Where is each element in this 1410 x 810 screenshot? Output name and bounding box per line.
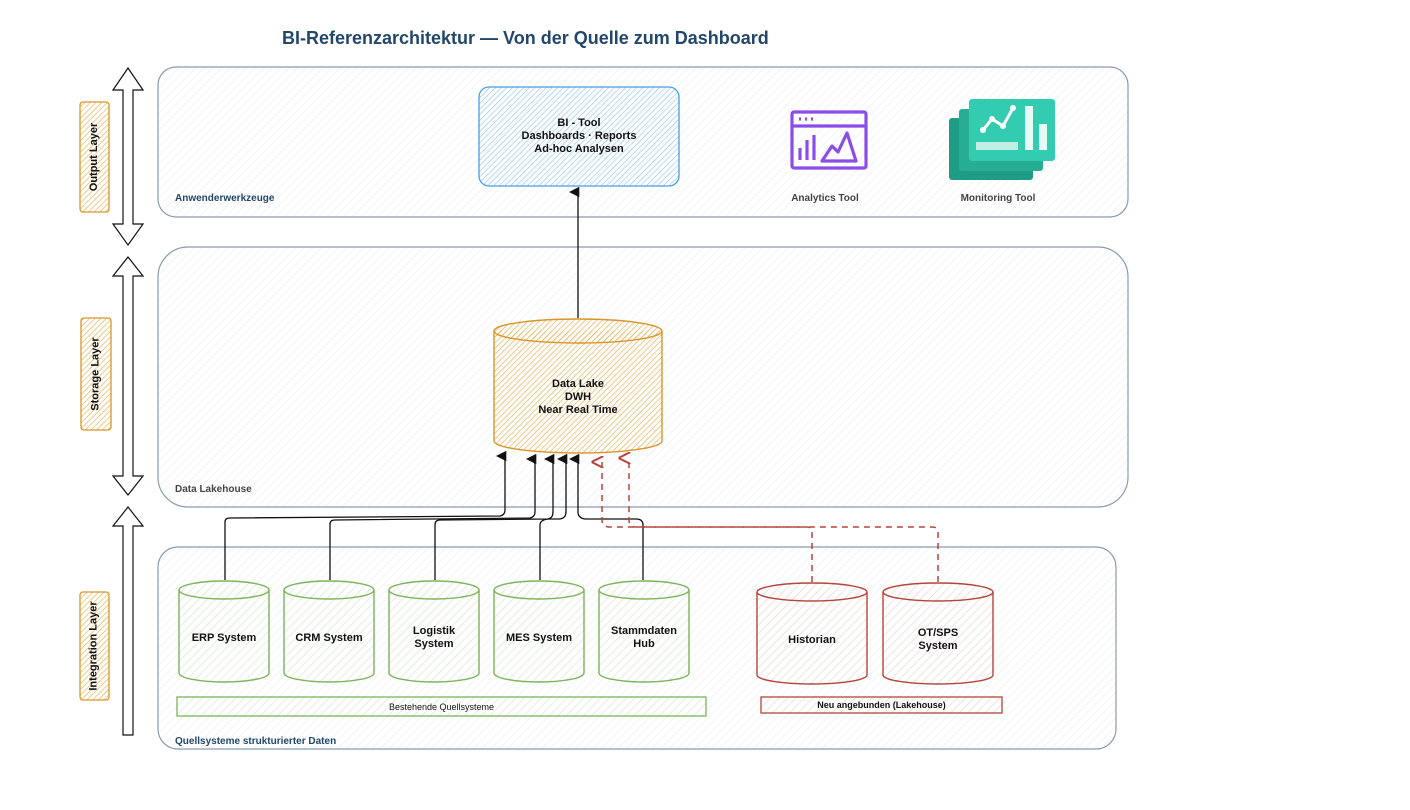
source-cylinder-stammdaten-hub[interactable]: [598, 580, 690, 683]
page-title: BI-Referenzarchitektur — Von der Quelle …: [282, 28, 769, 48]
storage-layer-tag-bg: [80, 317, 112, 431]
source-label-crm-system: CRM System: [284, 618, 374, 658]
analytics-dashboard-icon: [790, 110, 868, 170]
source-cylinder-crm-system[interactable]: [283, 580, 375, 683]
monitoring-stack-icon: [949, 99, 1055, 180]
storage-layer-tag: Storage Layer: [82, 318, 110, 430]
bi-tool-line-2: Dashboards · Reports: [521, 129, 637, 142]
source-label-erp-system: ERP System: [179, 618, 269, 658]
source-label-stammdaten-hub-line-2: Hub: [633, 638, 655, 650]
zone-integration-label: Quellsysteme strukturierter Daten: [175, 736, 337, 747]
output-layer-tag-bg: [79, 101, 110, 213]
new-source-cylinder-historian[interactable]: [756, 582, 868, 685]
existing-sources-band: [176, 696, 707, 717]
output-layer-arrow: [111, 66, 145, 247]
bi-tool-line-1: BI - Tool: [557, 116, 601, 129]
zone-storage-label: Data Lakehouse: [175, 484, 252, 495]
source-label-logistik-system-line-1: Logistik: [412, 625, 456, 637]
storage-layer-arrow: [111, 256, 145, 496]
new-sources-band-label: Neu angebunden (Lakehouse): [817, 700, 946, 710]
source-cylinder-mes-system[interactable]: [493, 580, 585, 683]
zone-output-label: Anwenderwerkzeuge: [175, 193, 275, 204]
source-label-mes-system-line-1: MES System: [505, 631, 573, 644]
bi-tool-box[interactable]: [478, 86, 680, 187]
integration-layer-tag-bg: [79, 591, 110, 701]
existing-sources-band-label: Bestehende Quellsysteme: [388, 701, 495, 712]
source-label-crm-system-line-1: CRM System: [295, 631, 363, 644]
source-label-mes-system: MES System: [494, 618, 584, 658]
new-source-label-historian: Historian: [757, 620, 867, 660]
integration-layer-tag: Integration Layer: [80, 592, 108, 700]
source-label-logistik-system-line-2: System: [414, 638, 454, 650]
data-lake-line-1: Data Lake: [552, 377, 604, 390]
new-source-label-historian-line-1: Historian: [788, 633, 836, 646]
bi-tool-line-3: Ad-hoc Analysen: [534, 142, 624, 155]
new-sources-band: [760, 696, 1003, 714]
data-lake-cylinder[interactable]: [493, 318, 663, 454]
new-source-cylinder-ot-sps-system[interactable]: [882, 582, 994, 685]
source-cylinder-logistik-system[interactable]: [388, 580, 480, 683]
integration-layer-arrow: [111, 506, 145, 736]
output-layer-label: Output Layer: [88, 122, 101, 192]
integration-layer-label: Integration Layer: [88, 601, 100, 691]
data-lake-line-2: DWH: [564, 390, 592, 403]
existing-connectors: [224, 450, 644, 580]
monitoring-tool-label: Monitoring Tool: [960, 193, 1036, 204]
source-label-stammdaten-hub-line-1: Stammdaten: [610, 625, 678, 637]
new-source-label-ot-sps-system-line-2: System: [918, 640, 958, 652]
output-layer-tag: Output Layer: [80, 102, 108, 212]
new-connectors: [602, 458, 939, 582]
analytics-tool-label: Analytics Tool: [791, 193, 859, 204]
storage-layer-label: Storage Layer: [90, 337, 102, 411]
source-label-erp-system-line-1: ERP System: [191, 631, 257, 644]
data-lake-line-3: Near Real Time: [538, 403, 618, 416]
new-source-label-ot-sps-system-line-1: OT/SPS: [917, 627, 959, 639]
data-lake-text: Data Lake DWH Near Real Time: [494, 375, 662, 419]
source-cylinder-erp-system[interactable]: [178, 580, 270, 683]
bi-tool-text: BI - Tool Dashboards · Reports Ad-hoc An…: [479, 110, 679, 162]
